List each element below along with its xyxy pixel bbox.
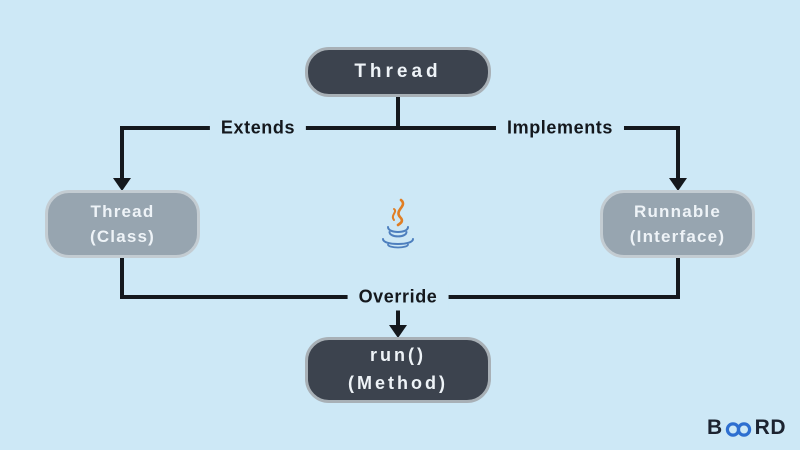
node-thread-class-line2: (Class) [89,227,156,246]
node-thread: Thread [305,47,491,97]
edge-label-implements: Implements [495,114,625,142]
connector-left-drop [120,126,124,182]
arrowhead-to-runnable [669,178,687,191]
node-runnable-line1: Runnable [633,201,722,221]
node-run-method-line2: (Method) [348,373,448,393]
node-runnable-line2: (Interface) [629,227,726,246]
arrowhead-to-run-method [389,325,407,338]
connector-bottom-stem [396,309,400,327]
java-coffee-cup-logo-icon [382,198,414,249]
connector-right-down [676,258,680,299]
brand-suffix: RD [754,416,786,439]
arrowhead-to-thread-class [113,178,131,191]
node-run-method-line1: run() [370,345,426,366]
node-run-method: run() (Method) [305,337,491,403]
edge-label-override: Override [347,283,449,311]
connector-right-drop [676,126,680,182]
connector-left-down [120,258,124,299]
infinity-icon [725,421,751,437]
board-infinity-logo: B RD [707,416,786,440]
connector-top-stem [396,96,400,130]
node-runnable: Runnable (Interface) [600,190,755,258]
node-thread-class-line1: Thread [90,201,155,221]
brand-prefix: B [706,416,723,439]
connector-top-horizontal [120,126,680,130]
node-thread-label: Thread [354,61,442,82]
node-thread-class: Thread (Class) [45,190,200,258]
edge-label-extends: Extends [209,114,307,142]
